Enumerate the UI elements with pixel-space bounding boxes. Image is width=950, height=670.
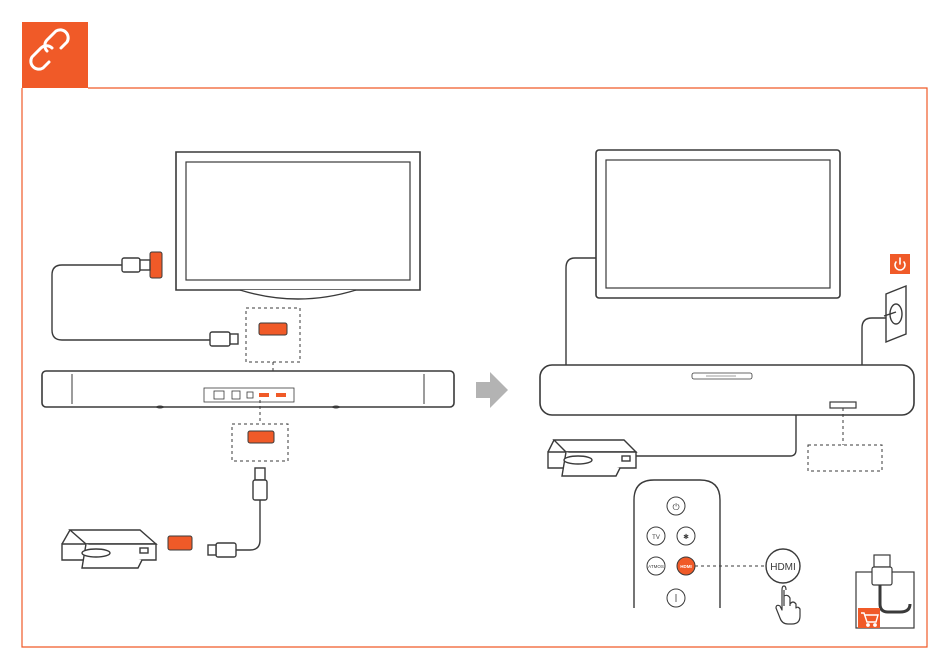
soundbar-back: [42, 371, 454, 409]
arrow-right-icon: [476, 372, 508, 408]
media-player-left: [62, 530, 156, 568]
tv-to-soundbar-cable: [566, 258, 596, 365]
soundbar-front: [540, 365, 914, 415]
hand-pointer-icon: [776, 586, 800, 624]
hdmi-cable-bottom: [208, 468, 267, 557]
remote-atmos-label: ATMOS: [648, 564, 664, 569]
tv-left: [176, 152, 420, 299]
tv-right: [596, 150, 840, 298]
player-hdmi-port: [168, 536, 192, 550]
tv-hdmi-port: [150, 252, 162, 278]
remote-bluetooth-label: ✱: [683, 533, 689, 541]
remote-tv-label: TV: [652, 535, 660, 541]
remote-control: ⏻ TV ✱ ATMOS HDMI: [634, 480, 720, 608]
power-badge: [890, 254, 910, 274]
power-cable: [862, 286, 906, 365]
hdmi-in-callout: [232, 400, 288, 461]
hdmi-callout-button: HDMI: [766, 549, 800, 583]
remote-hdmi-label: HDMI: [680, 564, 692, 569]
display-callout: [808, 408, 882, 471]
link-badge: [22, 22, 88, 88]
optional-cable-box: [856, 555, 914, 628]
soundbar-to-player-cable: [636, 415, 796, 456]
media-player-right: [548, 440, 636, 476]
hdmi-callout-label: HDMI: [770, 562, 796, 573]
soundbar-display: [830, 402, 856, 408]
remote-power-label: ⏻: [672, 502, 679, 512]
